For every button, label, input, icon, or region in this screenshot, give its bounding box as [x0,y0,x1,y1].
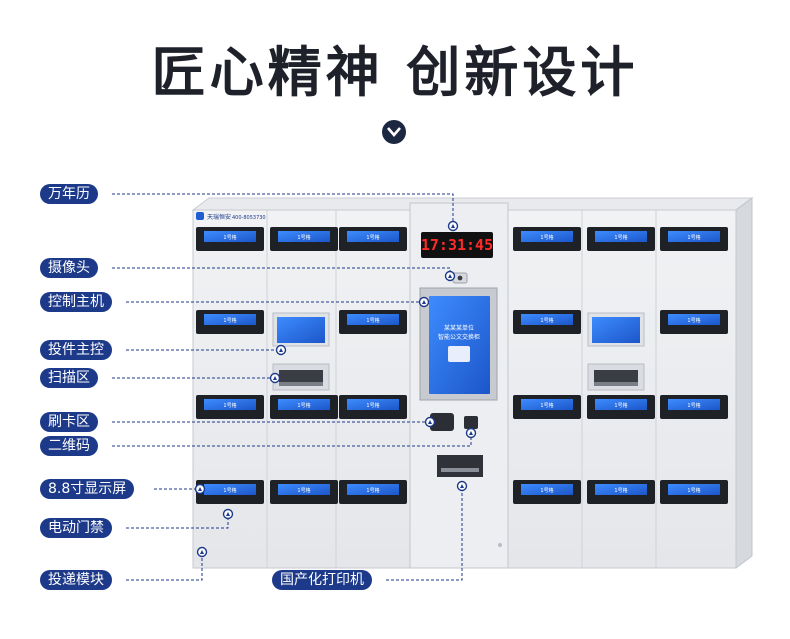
door-screen-text: 1号格 [540,487,553,494]
door-screen-glass [521,314,573,325]
callout-label-delivery-ctrl: 投件主控 [40,340,112,360]
door-screen-glass [204,231,256,242]
door-screen-glass [347,399,399,410]
host-screen-line1: 某某某单位 [444,324,474,332]
host-screen [429,296,490,394]
callout-label-card: 刷卡区 [40,412,98,432]
door-screen-glass [668,484,720,495]
door-screen-text: 1号格 [223,317,236,324]
door-screen-text: 1号格 [540,317,553,324]
door-screen-glass [595,231,647,242]
door-screen-glass [668,314,720,325]
door-screen-glass [668,231,720,242]
qr-scanner [464,416,478,429]
door-screen-group: 1号格 1号格 1号格 1号格 1号格 1号格 1号格 1号格 1号格 1号格 1号格 1号格 1号格 1… [196,227,728,504]
door-screen-text: 1号格 [687,234,700,241]
marker-arrow-icon [448,274,452,278]
calendar-clock: 17:31:45 [421,236,493,254]
door-screen-glass [347,231,399,242]
leader-line-module [126,552,203,581]
printer-slot [437,455,483,477]
callout-label-module: 投递模块 [40,570,112,590]
door-screen-text: 1号格 [614,234,627,241]
callout-label-calendar: 万年历 [40,184,98,204]
leader-line-calendar [112,193,454,226]
door-screen-glass [278,231,330,242]
door-screen-text: 1号格 [540,402,553,409]
door-screen-text: 1号格 [687,317,700,324]
door-screen-glass [347,484,399,495]
door-screen-text: 1号格 [687,487,700,494]
door-screen-glass [668,399,720,410]
marker-arrow-icon [273,376,277,380]
door-screen-glass [347,314,399,325]
door-screen-text: 1号格 [223,487,236,494]
door-screen-text: 1号格 [614,402,627,409]
card-reader [430,413,454,431]
marker-arrow-icon [451,224,455,228]
host-screen-line2: 智能公文交换柜 [438,333,480,341]
callout-label-qrcode: 二维码 [40,436,98,456]
callout-label-host: 控制主机 [40,292,112,312]
door-screen-glass [204,484,256,495]
door-screen-text: 1号格 [366,234,379,241]
door-screen-glass [278,399,330,410]
door-screen-text: 1号格 [297,487,310,494]
door-screen-glass [278,484,330,495]
door-screen-text: 1号格 [297,234,310,241]
door-screen-text: 1号格 [366,317,379,324]
door-screen-glass [521,399,573,410]
marker-arrow-icon [460,484,464,488]
chevron-down-icon [382,120,406,144]
door-screen-text: 1号格 [366,487,379,494]
door-screen-glass [521,484,573,495]
door-screen-text: 1号格 [687,402,700,409]
door-screen-text: 1号格 [614,487,627,494]
marker-arrow-icon [279,348,283,352]
marker-arrow-icon [428,420,432,424]
callout-label-display: 8.8寸显示屏 [40,479,135,499]
door-screen-text: 1号格 [366,402,379,409]
door-screen-glass [595,399,647,410]
page-title: 匠心精神 创新设计 [151,41,639,104]
perpetual-calendar [421,232,493,258]
door-screen-glass [204,314,256,325]
marker-arrow-icon [422,300,426,304]
door-screen-text: 1号格 [223,234,236,241]
hotline-text: 400-8053730 [232,215,266,221]
marker-arrow-icon [200,550,204,554]
leader-line-printer [386,486,463,581]
door-screen-glass [204,399,256,410]
marker-arrow-icon [198,487,202,491]
marker-arrow-icon [226,512,230,516]
door-screen-text: 1号格 [223,402,236,409]
callout-label-printer: 国产化打印机 [272,570,372,590]
door-screen-glass [595,484,647,495]
door-screen-text: 1号格 [297,402,310,409]
callout-label-lock: 电动门禁 [40,518,112,538]
door-screen-text: 1号格 [540,234,553,241]
marker-arrow-icon [469,431,473,435]
brand-text: 天瑞恒安 [207,213,231,221]
door-screen-glass [521,231,573,242]
callout-label-camera: 摄像头 [40,258,98,278]
callout-label-scan: 扫描区 [40,368,98,388]
cabinet-side [735,197,753,569]
leader-line-camera [112,267,451,276]
